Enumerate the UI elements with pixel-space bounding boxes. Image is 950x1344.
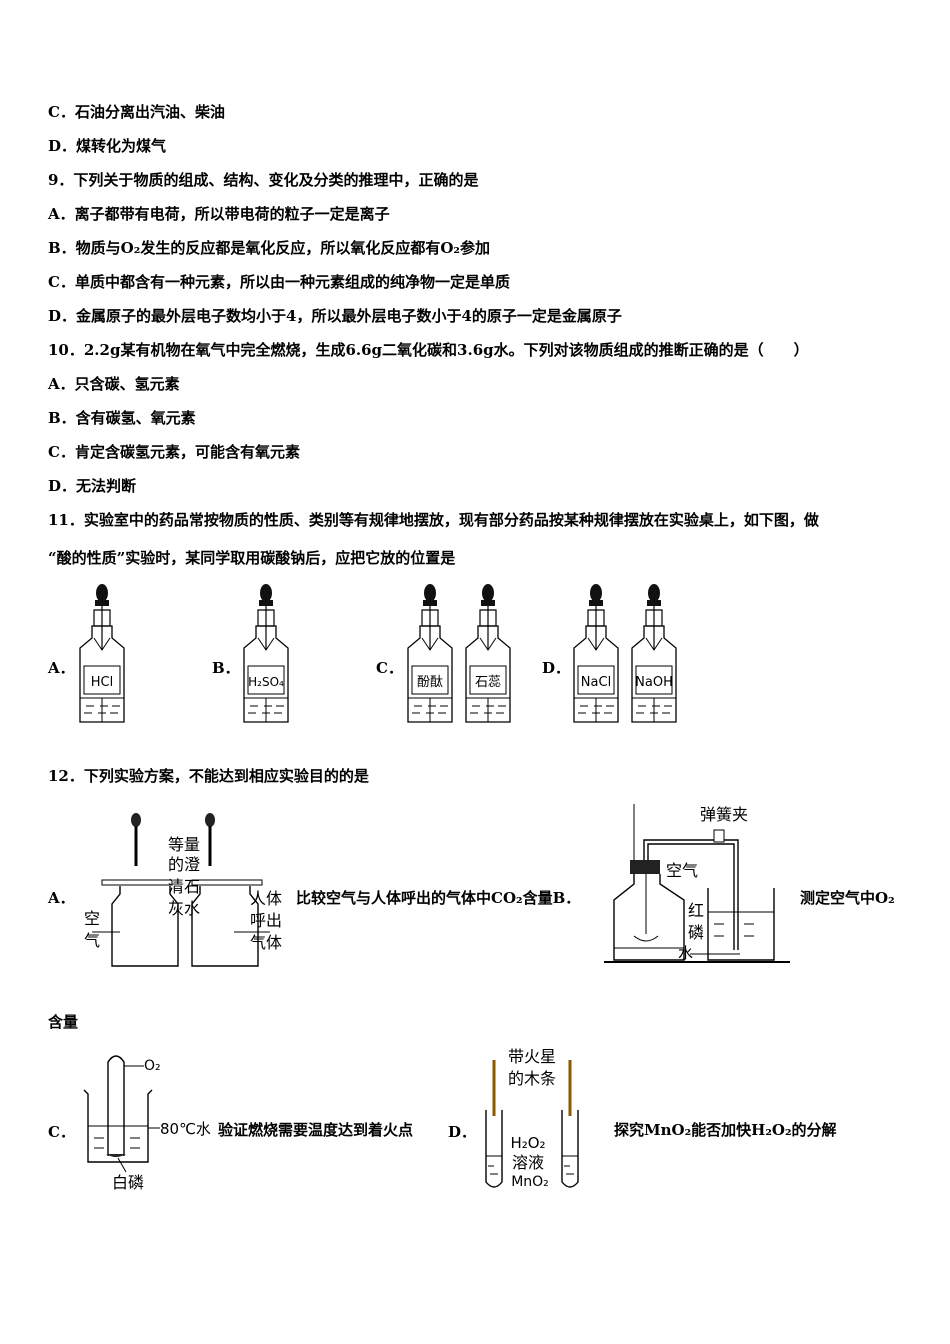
q12d-description: 探究MnO₂能否加快H₂O₂的分解 [614, 1121, 837, 1139]
question-12: 12．下列实验方案，不能达到相应实验目的的是 [48, 767, 369, 785]
q12a-description: 比较空气与人体呼出的气体中CO₂含量B． [296, 889, 581, 907]
question-10: 10．2.2g某有机物在氧气中完全燃烧，生成6.6g二氧化碳和3.6g水。下列对… [48, 341, 809, 359]
svg-text:气体: 气体 [250, 933, 282, 952]
svg-text:H₂SO₄: H₂SO₄ [248, 675, 284, 689]
svg-text:酚酞: 酚酞 [417, 675, 443, 690]
q9-option-c: C．单质中都含有一种元素，所以由一种元素组成的纯净物一定是单质 [48, 273, 510, 291]
svg-text:水: 水 [678, 944, 693, 962]
svg-text:气: 气 [84, 931, 100, 950]
svg-text:红: 红 [688, 901, 704, 920]
svg-text:带火星: 带火星 [508, 1047, 556, 1066]
q9-option-a: A．离子都带有电荷，所以带电荷的粒子一定是离子 [48, 205, 390, 223]
svg-text:石蕊: 石蕊 [475, 675, 501, 690]
q9-option-b: B．物质与O₂发生的反应都是氧化反应，所以氧化反应都有O₂参加 [48, 239, 490, 257]
question-11-line2: “酸的性质”实验时，某同学取用碳酸钠后，应把它放的位置是 [48, 549, 456, 567]
svg-text:弹簧夹: 弹簧夹 [700, 805, 748, 824]
q11-bottle-figure: HCl H₂SO₄ 酚酞 石蕊 NaCl NaOH [79, 583, 677, 723]
bottle-hcl: HCl [79, 583, 125, 723]
q12-label-c: C． [48, 1123, 75, 1141]
svg-text:溶液: 溶液 [512, 1153, 544, 1172]
svg-text:80℃水: 80℃水 [160, 1120, 211, 1138]
q12-figure-b: 弹簧夹 空气 红 磷 水 [604, 804, 790, 963]
q12-figure-a: 等量 的澄 清石 灰水 空 气 人体 呼出 气体 [84, 813, 282, 967]
q12-label-a: A． [48, 889, 75, 907]
q12-figure-c: O₂ 80℃水 白磷 [83, 1055, 211, 1192]
option-d-prev: D．煤转化为煤气 [48, 137, 167, 155]
bottle-litmus: 石蕊 [465, 583, 511, 723]
svg-text:白磷: 白磷 [112, 1173, 144, 1192]
svg-text:H₂O₂: H₂O₂ [510, 1134, 545, 1152]
q12c-description: 验证燃烧需要温度达到着火点 [218, 1121, 414, 1139]
svg-text:NaCl: NaCl [581, 675, 611, 690]
option-c-prev: C．石油分离出汽油、柴油 [48, 103, 225, 121]
q11-label-b: B． [212, 659, 240, 677]
q10-option-b: B．含有碳氢、氧元素 [48, 409, 196, 427]
svg-text:的木条: 的木条 [508, 1069, 556, 1088]
bottle-nacl: NaCl [573, 583, 619, 723]
svg-text:O₂: O₂ [144, 1058, 161, 1074]
question-11-line1: 11．实验室中的药品常按物质的性质、类别等有规律地摆放，现有部分药品按某种规律摆… [48, 511, 819, 529]
svg-text:磷: 磷 [688, 923, 704, 942]
svg-text:等量: 等量 [168, 835, 200, 854]
q11-label-a: A． [48, 659, 75, 677]
bottle-naoh: NaOH [631, 583, 677, 723]
q10-option-a: A．只含碳、氢元素 [48, 375, 180, 393]
q12b-description: 测定空气中O₂ [800, 889, 895, 907]
svg-text:MnO₂: MnO₂ [511, 1174, 549, 1190]
svg-text:呼出: 呼出 [250, 911, 282, 930]
svg-text:的澄: 的澄 [168, 855, 200, 874]
svg-text:NaOH: NaOH [635, 675, 673, 690]
bottle-phenolphthalein: 酚酞 [407, 583, 453, 723]
q9-option-d: D．金属原子的最外层电子数均小于4，所以最外层电子数小于4的原子一定是金属原子 [48, 307, 622, 325]
q10-option-d: D．无法判断 [48, 477, 137, 495]
svg-text:人体: 人体 [250, 889, 282, 908]
svg-text:灰水: 灰水 [168, 899, 200, 918]
q11-label-d: D． [542, 659, 571, 677]
q12-figure-d: 带火星 的木条 H₂O₂ 溶液 MnO₂ [485, 1047, 579, 1190]
question-9: 9．下列关于物质的组成、结构、变化及分类的推理中，正确的是 [48, 171, 479, 189]
bottle-h2so4: H₂SO₄ [243, 583, 289, 723]
svg-text:空气: 空气 [666, 861, 698, 880]
q12b-description-cont: 含量 [48, 1013, 79, 1031]
svg-text:清石: 清石 [168, 877, 200, 896]
svg-text:HCl: HCl [91, 675, 113, 690]
q11-label-c: C． [376, 659, 403, 677]
q12-label-d: D． [448, 1123, 477, 1141]
svg-text:空: 空 [84, 909, 100, 928]
q10-option-c: C．肯定含碳氢元素，可能含有氧元素 [48, 443, 300, 461]
